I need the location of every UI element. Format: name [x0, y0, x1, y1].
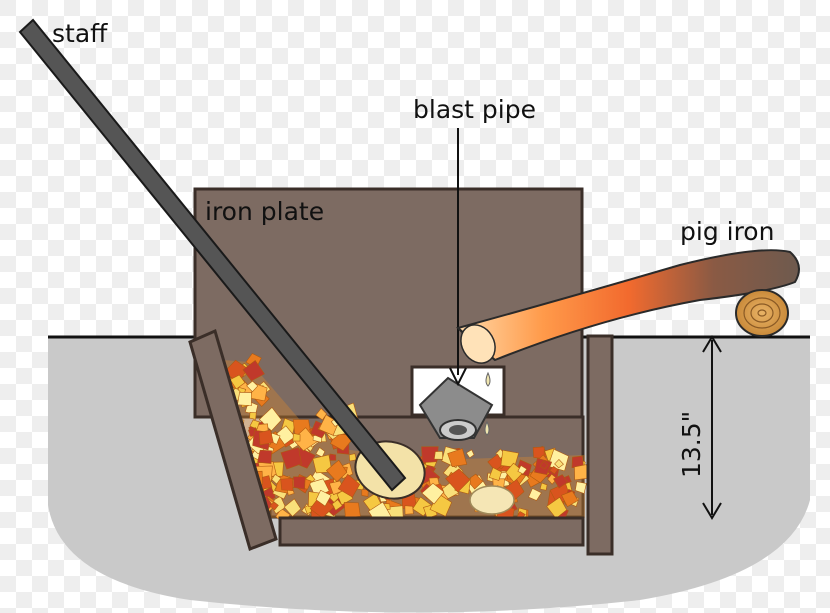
- charcoal-fragment: [258, 429, 274, 446]
- pig-iron-label: pig iron: [680, 217, 774, 246]
- drip-droplet: [484, 420, 490, 436]
- charcoal-fragment: [329, 453, 337, 461]
- charcoal-fragment: [445, 468, 471, 493]
- charcoal-fragment: [283, 498, 302, 517]
- charcoal-fragment: [315, 447, 326, 458]
- charcoal-fragment: [315, 489, 332, 507]
- charcoal-fragment: [554, 458, 564, 469]
- small-bloom: [469, 485, 515, 515]
- charcoal-fragment: [293, 476, 306, 490]
- double-headed-arrow-icon: [702, 335, 722, 520]
- charcoal-fragment: [348, 453, 357, 462]
- charcoal-fragment: [404, 505, 414, 515]
- charcoal-fragment: [229, 374, 246, 390]
- charcoal-fragment: [546, 496, 568, 519]
- charcoal-fragment: [280, 447, 302, 470]
- blast-pipe-arrowhead: [449, 367, 467, 387]
- charcoal-fragment: [421, 482, 445, 505]
- charcoal-fragment: [447, 448, 468, 468]
- charcoal-fragment: [271, 473, 282, 485]
- charcoal-fragment: [561, 490, 579, 508]
- staff: [18, 18, 407, 492]
- charcoal-fragment: [292, 433, 301, 442]
- charcoal-fragment: [325, 459, 348, 483]
- left-wall-plate: [188, 328, 278, 551]
- charcoal-fragment: [517, 465, 528, 475]
- charcoal-fragment: [488, 467, 502, 481]
- charcoal-fragment: [337, 473, 361, 498]
- staff-label: staff: [52, 19, 108, 48]
- blast-pipe-label: blast pipe: [413, 95, 536, 124]
- charcoal-fragment: [329, 480, 345, 496]
- pig-iron: [455, 249, 800, 364]
- charcoal-fragment: [249, 419, 260, 430]
- depth-label: 13.5": [677, 411, 706, 478]
- charcoal-fragment: [465, 449, 475, 459]
- charcoal-fragment: [433, 451, 443, 460]
- charcoal-fragment: [237, 392, 252, 406]
- charcoal-fragment: [269, 501, 279, 511]
- charcoal-fragment: [312, 454, 333, 474]
- charcoal-fragment: [242, 359, 265, 382]
- charcoal-fragment: [361, 489, 369, 497]
- charcoal-fragment: [574, 481, 587, 494]
- hearth-bottom-plate: [278, 516, 585, 547]
- charcoal-fragment: [553, 474, 568, 489]
- charcoal-fragment: [315, 407, 328, 421]
- charcoal-fragment: [246, 380, 259, 393]
- charcoal-fragment: [257, 449, 272, 464]
- charcoal-fragment: [549, 466, 559, 475]
- iron-plate-label: iron plate: [205, 197, 324, 226]
- log: [735, 289, 789, 337]
- charcoal-fragment: [532, 446, 545, 459]
- charcoal-fragment: [528, 487, 542, 501]
- charcoal-fragment: [505, 462, 525, 483]
- charcoal-fragment: [547, 473, 558, 485]
- tree-rings-icon: [735, 289, 789, 337]
- right-wall-plate: [586, 334, 614, 556]
- charcoal-fragment: [539, 460, 549, 470]
- charcoal-fragment: [331, 499, 343, 511]
- charcoal-fragment: [280, 477, 294, 492]
- charcoal-fragment: [539, 482, 548, 491]
- drip-droplet: [485, 371, 491, 387]
- blast-pipe-nozzle: [418, 376, 494, 441]
- charcoal-fragment: [249, 412, 257, 420]
